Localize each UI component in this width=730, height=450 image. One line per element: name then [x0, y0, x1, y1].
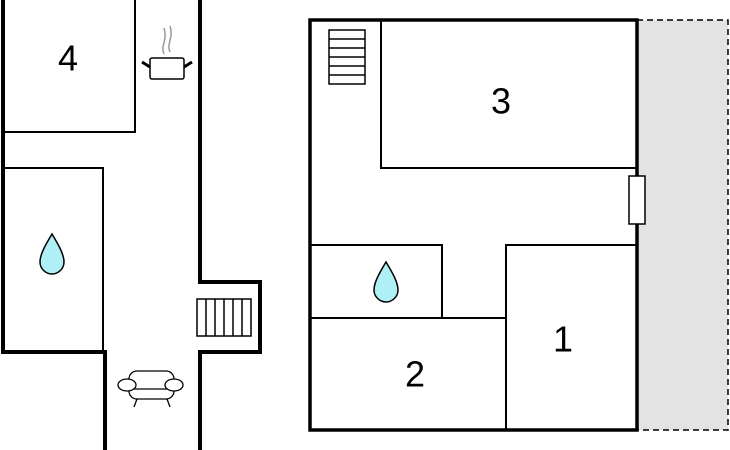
room-label-4: 4 [58, 38, 78, 79]
sofa-icon [117, 370, 184, 408]
water-drop-icon [39, 232, 65, 275]
stairs-icon [196, 298, 252, 337]
water-drop-icon [373, 260, 399, 303]
room-3-walls [380, 20, 637, 169]
left-building [1, 0, 262, 450]
room-label-1: 1 [553, 319, 573, 360]
room-1-walls [505, 244, 637, 430]
left-right-wall [198, 0, 262, 450]
room-label-3: 3 [491, 81, 511, 122]
cooking-pot-icon [141, 25, 193, 80]
right-bathroom-walls [310, 244, 443, 318]
left-bathroom-walls [3, 167, 104, 352]
room-label-2: 2 [405, 354, 425, 395]
right-outer-wall [308, 18, 639, 432]
stairs-icon [328, 29, 366, 85]
door-icon [628, 175, 646, 225]
left-outer-wall [1, 0, 107, 450]
terrace [636, 19, 729, 431]
room-4-walls [3, 0, 136, 133]
right-building [308, 18, 639, 432]
